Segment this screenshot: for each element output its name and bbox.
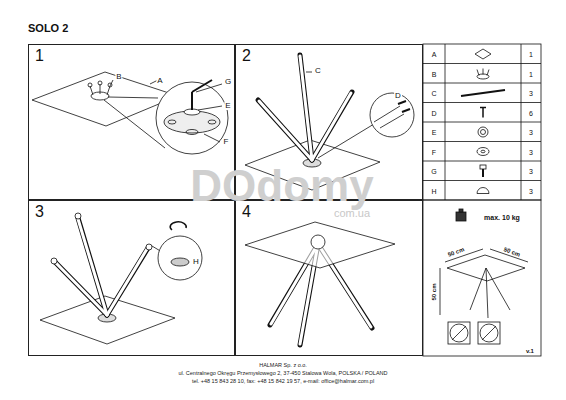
part-letter: A [432, 51, 437, 58]
callout-letter: B [115, 73, 122, 81]
callout-letter: D [394, 92, 402, 100]
callout-letter: C [314, 67, 322, 75]
watermark: DOdomy [190, 164, 373, 208]
step-number: 2 [242, 47, 251, 65]
max-load: max. 10 kg [484, 214, 520, 221]
dimension: 50 cm [503, 246, 521, 257]
part-quantity: 3 [529, 129, 533, 136]
part-letter: G [431, 168, 436, 175]
step-number: 3 [35, 203, 44, 221]
part-quantity: 1 [529, 70, 533, 77]
part-letter: B [432, 70, 437, 77]
part-letter: D [431, 109, 436, 116]
watermark: com.ua [334, 208, 370, 219]
footer-text: tel. +48 15 843 28 10, fax: +48 15 842 1… [192, 379, 374, 385]
version: v.1 [526, 348, 534, 354]
part-letter: F [432, 148, 436, 155]
title: SOLO 2 [28, 22, 68, 34]
step-number: 1 [35, 47, 44, 65]
callout-letter: A [156, 77, 163, 85]
part-letter: E [432, 129, 437, 136]
dimension: 50 cm [431, 283, 437, 300]
part-letter: H [431, 187, 436, 194]
part-quantity: 1 [529, 51, 533, 58]
footer-text: HALMAR Sp. z o.o. [259, 363, 307, 369]
part-quantity: 6 [529, 109, 533, 116]
callout-letter: F [223, 138, 230, 146]
callout-letter: G [224, 78, 232, 86]
step-panel: 3 [28, 200, 235, 356]
part-quantity: 3 [529, 168, 533, 175]
part-quantity: 3 [529, 187, 533, 194]
part-quantity: 3 [529, 90, 533, 97]
part-quantity: 3 [529, 148, 533, 155]
callout-letter: E [224, 102, 231, 110]
step-panel: 4 [235, 200, 423, 356]
part-letter: C [431, 90, 436, 97]
footer-text: ul. Centralnego Okręgu Przemysłowego 2, … [178, 371, 387, 377]
callout-letter: H [192, 258, 200, 266]
